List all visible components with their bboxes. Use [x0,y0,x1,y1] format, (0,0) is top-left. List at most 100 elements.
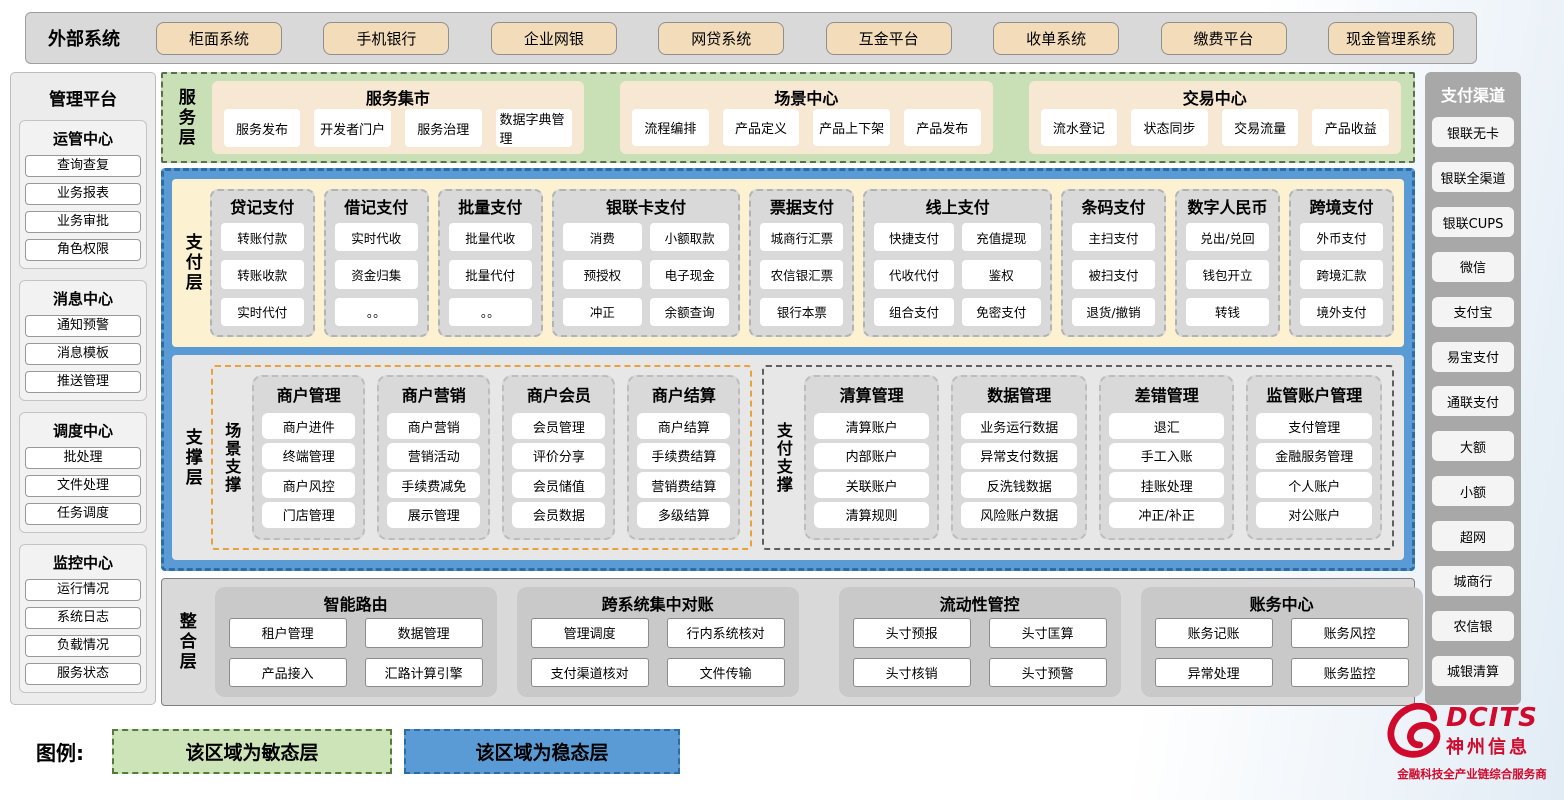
payment-channel-box[interactable]: 大额 [1432,431,1514,462]
support-module-box[interactable]: 异常支付数据 [961,442,1077,469]
service-module-box[interactable]: 产品收益 [1312,109,1389,146]
payment-module-box[interactable]: 免密支付 [961,297,1041,326]
payment-channel-box[interactable]: 小额 [1432,476,1514,507]
support-module-box[interactable]: 会员管理 [512,413,606,439]
payment-module-box[interactable]: 小额取款 [650,223,730,252]
payment-module-box[interactable]: 转账付款 [220,223,304,252]
support-module-box[interactable]: 商户进件 [262,413,356,439]
support-module-box[interactable]: 挂账处理 [1108,472,1225,499]
mgmt-module-box[interactable]: 角色权限 [25,239,141,261]
payment-channel-box[interactable]: 农信银 [1432,610,1514,641]
payment-module-box[interactable]: 退货/撤销 [1071,297,1155,326]
support-module-box[interactable]: 业务运行数据 [961,413,1077,439]
integration-module-box[interactable]: 汇路计算引擎 [364,657,483,687]
payment-module-box[interactable]: 城商行汇票 [760,223,844,252]
support-module-box[interactable]: 个人账户 [1256,472,1372,499]
support-module-box[interactable]: 商户结算 [637,413,731,439]
support-module-box[interactable]: 风险账户数据 [961,501,1077,528]
support-module-box[interactable]: 手续费减免 [387,472,481,499]
integration-module-box[interactable]: 头寸核销 [852,657,971,687]
payment-channel-box[interactable]: 银联CUPS [1432,207,1514,238]
support-module-box[interactable]: 评价分享 [512,442,606,469]
payment-module-box[interactable]: 。。 [448,297,532,326]
external-system-box[interactable]: 企业网银 [490,21,617,55]
payment-module-box[interactable]: 余额查询 [650,297,730,326]
integration-module-box[interactable]: 数据管理 [364,618,483,648]
integration-module-box[interactable]: 账务风控 [1290,618,1409,648]
support-module-box[interactable]: 终端管理 [262,442,356,469]
integration-module-box[interactable]: 头寸预警 [988,657,1107,687]
payment-channel-box[interactable]: 微信 [1432,251,1514,282]
payment-module-box[interactable]: 电子现金 [650,260,730,289]
support-module-box[interactable]: 会员数据 [512,501,606,528]
payment-channel-box[interactable]: 易宝支付 [1432,341,1514,372]
service-module-box[interactable]: 数据字典管理 [495,109,573,147]
payment-module-box[interactable]: 主扫支付 [1071,223,1155,252]
integration-module-box[interactable]: 文件传输 [666,657,785,687]
payment-module-box[interactable]: 农信银汇票 [760,260,844,289]
payment-channel-box[interactable]: 银联全渠道 [1432,162,1514,193]
payment-channel-box[interactable]: 通联支付 [1432,386,1514,417]
payment-module-box[interactable]: 银行本票 [760,297,844,326]
external-system-box[interactable]: 柜面系统 [156,21,282,55]
support-module-box[interactable]: 展示管理 [387,501,481,528]
mgmt-module-box[interactable]: 推送管理 [25,371,141,393]
payment-module-box[interactable]: 冲正 [562,297,643,326]
integration-module-box[interactable]: 支付渠道核对 [530,657,649,687]
integration-module-box[interactable]: 异常处理 [1154,657,1273,687]
payment-module-box[interactable]: 外币支付 [1300,223,1384,252]
support-module-box[interactable]: 清算规则 [813,501,930,528]
payment-module-box[interactable]: 。。 [334,297,418,326]
service-module-box[interactable]: 流水登记 [1040,109,1118,146]
mgmt-module-box[interactable]: 服务状态 [25,663,141,685]
payment-channel-box[interactable]: 城商行 [1432,565,1514,596]
service-module-box[interactable]: 服务发布 [223,109,301,147]
support-module-box[interactable]: 会员储值 [512,472,606,499]
service-module-box[interactable]: 状态同步 [1131,109,1208,146]
payment-module-box[interactable]: 转钱 [1185,297,1269,326]
support-module-box[interactable]: 金融服务管理 [1256,442,1372,469]
mgmt-module-box[interactable]: 批处理 [25,447,141,469]
integration-module-box[interactable]: 行内系统核对 [666,618,785,648]
payment-module-box[interactable]: 消费 [562,223,643,252]
payment-module-box[interactable]: 钱包开立 [1185,260,1269,289]
service-module-box[interactable]: 产品定义 [722,109,800,146]
support-module-box[interactable]: 对公账户 [1256,501,1372,528]
integration-module-box[interactable]: 产品接入 [228,657,347,687]
support-module-box[interactable]: 门店管理 [262,501,356,528]
payment-module-box[interactable]: 转账收款 [220,260,304,289]
integration-module-box[interactable]: 账务记账 [1154,618,1273,648]
support-module-box[interactable]: 手续费结算 [637,442,731,469]
support-module-box[interactable]: 支付管理 [1256,413,1372,439]
support-module-box[interactable]: 营销活动 [387,442,481,469]
payment-channel-box[interactable]: 支付宝 [1432,296,1514,327]
support-module-box[interactable]: 冲正/补正 [1108,501,1225,528]
integration-module-box[interactable]: 账务监控 [1290,657,1409,687]
support-module-box[interactable]: 关联账户 [813,472,930,499]
mgmt-module-box[interactable]: 文件处理 [25,475,141,497]
payment-module-box[interactable]: 组合支付 [874,297,954,326]
support-module-box[interactable]: 手工入账 [1108,442,1225,469]
mgmt-module-box[interactable]: 业务报表 [25,183,141,205]
payment-module-box[interactable]: 兑出/兑回 [1185,223,1269,252]
support-module-box[interactable]: 商户营销 [387,413,481,439]
support-module-box[interactable]: 多级结算 [637,501,731,528]
payment-module-box[interactable]: 被扫支付 [1071,260,1155,289]
service-module-box[interactable]: 产品上下架 [813,109,890,146]
payment-module-box[interactable]: 鉴权 [961,260,1041,289]
payment-module-box[interactable]: 跨境汇款 [1300,260,1384,289]
support-module-box[interactable]: 反洗钱数据 [961,472,1077,499]
mgmt-module-box[interactable]: 任务调度 [25,503,141,525]
mgmt-module-box[interactable]: 消息模板 [25,343,141,365]
mgmt-module-box[interactable]: 系统日志 [25,607,141,629]
service-module-box[interactable]: 交易流量 [1221,109,1299,146]
service-module-box[interactable]: 产品发布 [903,109,981,146]
payment-module-box[interactable]: 批量代收 [448,223,532,252]
integration-module-box[interactable]: 管理调度 [530,618,649,648]
mgmt-module-box[interactable]: 通知预警 [25,315,141,337]
payment-module-box[interactable]: 代收代付 [874,260,954,289]
payment-module-box[interactable]: 预授权 [562,260,643,289]
mgmt-module-box[interactable]: 查询查复 [25,155,141,177]
payment-module-box[interactable]: 实时代付 [220,297,304,326]
support-module-box[interactable]: 营销费结算 [637,472,731,499]
